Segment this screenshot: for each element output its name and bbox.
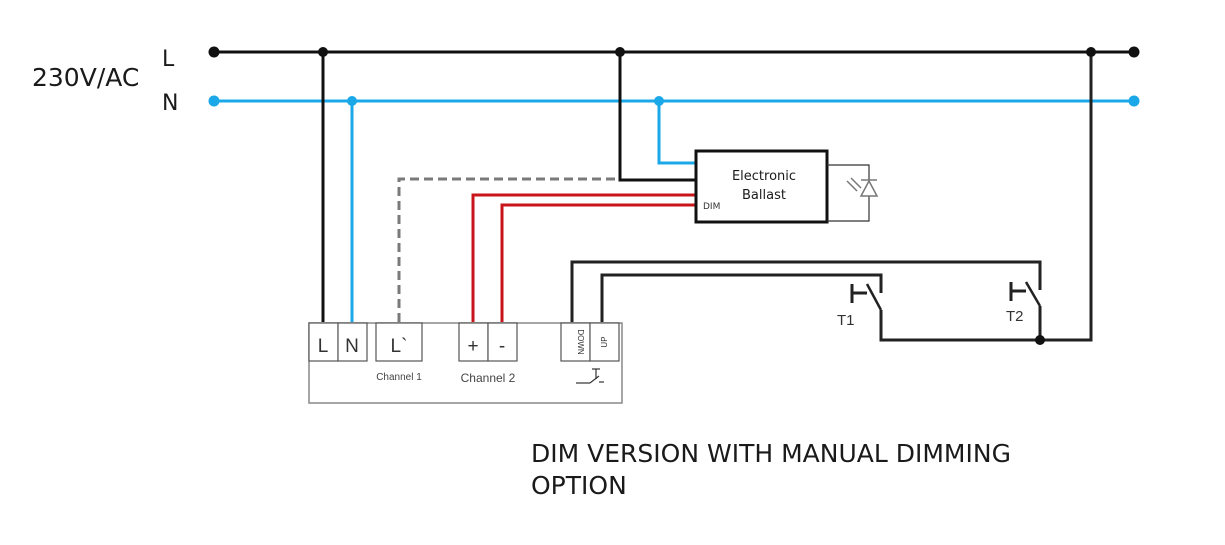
ballast-line-feed (618, 52, 696, 182)
pushbutton-t2-icon (1009, 281, 1042, 307)
terminal-down (560, 322, 591, 362)
electronic-ballast (694, 149, 829, 224)
terminal-l-label: L (318, 336, 329, 357)
terminal-up (589, 322, 620, 362)
junction-dot (318, 47, 328, 57)
switch-t2-label: T2 (1006, 308, 1024, 325)
terminal-l (308, 322, 339, 362)
junction-dot (347, 96, 357, 106)
junction-dot (1035, 335, 1045, 345)
channel2-label: Channel 2 (461, 371, 516, 385)
ballast-title-line1: Electronic (732, 169, 796, 184)
pushbutton-symbol-icon (576, 368, 604, 384)
junction-dot (1086, 47, 1096, 57)
diagram-caption-line2: OPTION (531, 471, 627, 500)
neutral-label: N (162, 91, 178, 116)
terminal-n (337, 322, 368, 362)
led-lamp-icon (827, 164, 879, 222)
neutral-terminal-dot (1128, 95, 1140, 107)
switch-common-wire (879, 52, 1093, 342)
junction-dot (654, 96, 664, 106)
diagram-caption-line1: DIM VERSION WITH MANUAL DIMMING (531, 439, 1011, 468)
channel2-minus-wire (500, 203, 696, 322)
ballast-neutral-feed (657, 101, 696, 165)
terminal-minus (487, 322, 518, 362)
channel1-label: Channel 1 (376, 372, 422, 383)
line-terminal-dot (208, 46, 220, 58)
line-terminal-dot (1128, 46, 1140, 58)
terminal-l-out-label: L` (391, 336, 408, 357)
ballast-title-line2: Ballast (742, 188, 786, 203)
terminal-minus-label: - (499, 336, 505, 357)
line-label: L (162, 47, 175, 72)
terminal-down-label: DOWN (576, 329, 585, 355)
supply-voltage-label: 230V/AC (32, 63, 139, 92)
terminal-plus-label: + (467, 336, 478, 357)
switch-t1-label: T1 (837, 312, 855, 329)
terminal-n-label: N (345, 336, 359, 357)
channel1-output-wire (397, 177, 618, 322)
neutral-terminal-dot (208, 95, 220, 107)
down-switch-wire (570, 260, 1042, 322)
terminal-l-out (375, 322, 423, 362)
terminal-plus (458, 322, 489, 362)
junction-dot (615, 47, 625, 57)
terminal-up-label: UP (600, 336, 609, 347)
ballast-dim-label: DIM (703, 202, 720, 212)
channel2-plus-wire (471, 193, 696, 322)
pushbutton-t1-icon (850, 283, 883, 311)
up-switch-wire (600, 273, 883, 322)
